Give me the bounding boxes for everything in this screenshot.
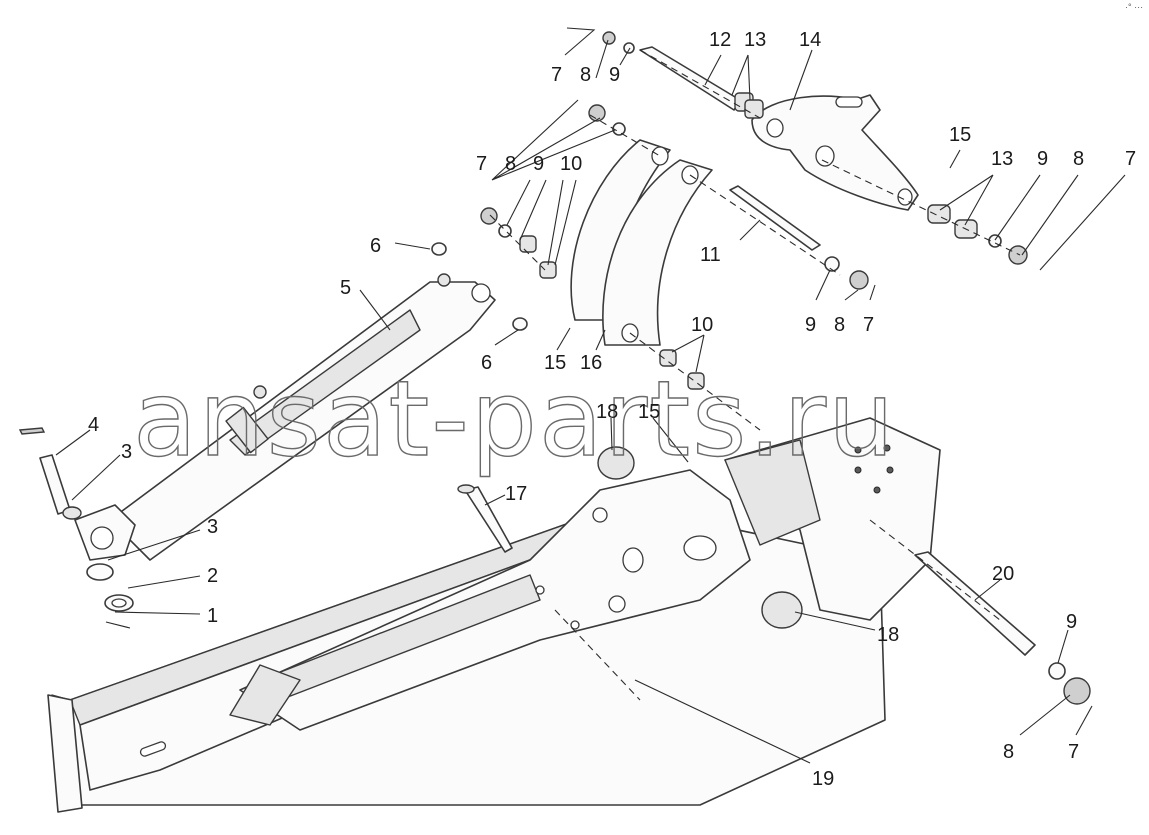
callout-9e: 9 — [1066, 611, 1077, 633]
callout-15c: 15 — [638, 401, 660, 423]
corner-mark: ·° ··· — [1125, 2, 1143, 12]
callout-3b: 3 — [121, 441, 132, 463]
pins — [457, 46, 1036, 656]
callout-7d: 7 — [863, 314, 874, 336]
callout-13b: 13 — [991, 148, 1013, 170]
callout-18a: 18 — [596, 401, 618, 423]
link-plates — [570, 139, 713, 346]
callout-6b: 6 — [481, 352, 492, 374]
callout-6a: 6 — [370, 235, 381, 257]
callout-8a: 8 — [580, 64, 591, 86]
callout-15b: 15 — [544, 352, 566, 374]
callout-labels: 1 2 3 3 4 5 6 6 7 7 7 7 7 8 8 8 8 8 9 9 … — [88, 29, 1136, 790]
callout-13a: 13 — [744, 29, 766, 51]
watermark-text: ansat-parts.ru — [133, 358, 896, 480]
callout-7a: 7 — [551, 64, 562, 86]
callout-8b: 8 — [505, 153, 516, 175]
callout-9d: 9 — [805, 314, 816, 336]
leader-lines — [55, 27, 1126, 764]
assembly-axes — [489, 49, 1021, 701]
callout-12: 12 — [709, 29, 731, 51]
callout-7e: 7 — [1068, 741, 1079, 763]
callout-7c: 7 — [1125, 148, 1136, 170]
callout-15a: 15 — [949, 124, 971, 146]
callout-8c: 8 — [1073, 148, 1084, 170]
callout-4: 4 — [88, 414, 99, 436]
callout-7b: 7 — [476, 153, 487, 175]
callout-17: 17 — [505, 483, 527, 505]
callout-10b: 10 — [691, 314, 713, 336]
callout-16: 16 — [580, 352, 602, 374]
callout-9b: 9 — [533, 153, 544, 175]
callout-2: 2 — [207, 565, 218, 587]
callout-20: 20 — [992, 563, 1014, 585]
lower-pin-group — [18, 427, 134, 629]
hydraulic-cylinder — [74, 273, 496, 561]
callout-3a: 3 — [207, 516, 218, 538]
callout-10a: 10 — [560, 153, 582, 175]
pivot-bracket — [751, 94, 919, 211]
callout-14: 14 — [799, 29, 821, 51]
callout-8e: 8 — [1003, 741, 1014, 763]
callout-5: 5 — [340, 277, 351, 299]
callout-9c: 9 — [1037, 148, 1048, 170]
callout-1: 1 — [207, 605, 218, 627]
callout-18b: 18 — [877, 624, 899, 646]
callout-19: 19 — [812, 768, 834, 790]
callout-8d: 8 — [834, 314, 845, 336]
callout-9a: 9 — [609, 64, 620, 86]
frame-assembly — [47, 417, 941, 813]
small-hardware — [431, 31, 1091, 705]
callout-11: 11 — [700, 244, 721, 266]
